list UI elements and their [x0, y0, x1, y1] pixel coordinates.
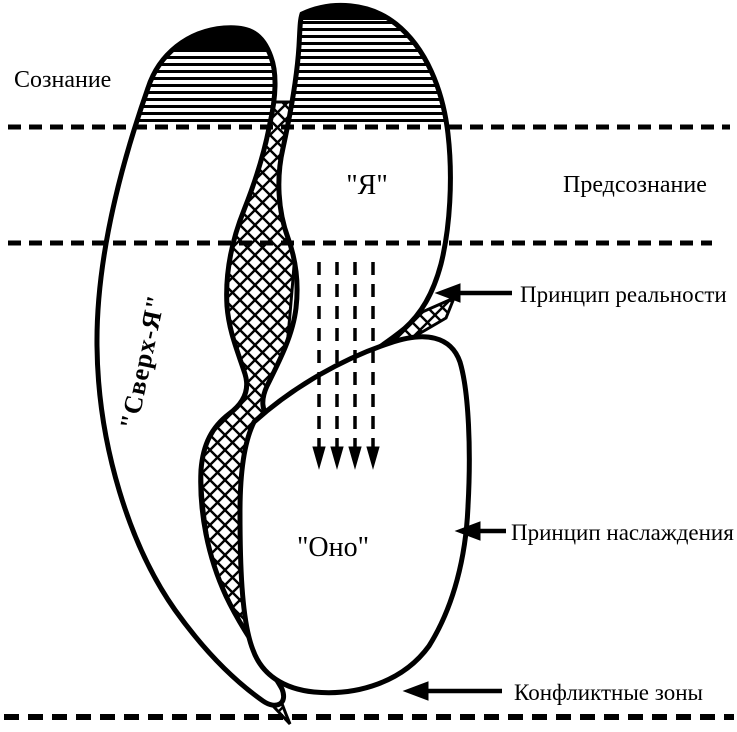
label-id: "Оно": [297, 532, 369, 563]
pointer-arrows: [402, 283, 512, 701]
arrowhead-left-icon: [434, 283, 461, 303]
arrowhead-left-icon: [454, 521, 481, 541]
conflict-zones-arrow: [402, 681, 502, 701]
label-consciousness: Сознание: [14, 67, 111, 93]
id-shape: [237, 334, 472, 696]
arrowhead-down-icon: [330, 446, 344, 470]
arrowhead-down-icon: [312, 446, 326, 470]
impulse-arrows: [312, 262, 380, 470]
pleasure-principle-arrow: [454, 521, 506, 541]
arrowhead-down-icon: [366, 446, 380, 470]
label-ego: "Я": [346, 170, 388, 201]
label-reality-principle: Принцип реальности: [520, 282, 727, 307]
reality-principle-arrow: [434, 283, 512, 303]
arrowhead-left-icon: [402, 681, 429, 701]
label-preconscious: Предсознание: [563, 172, 707, 198]
superego-shape: [94, 25, 286, 708]
label-conflict-zones: Конфликтные зоны: [514, 680, 703, 705]
arrowhead-down-icon: [348, 446, 362, 470]
label-pleasure-principle: Принцип наслаждения: [511, 520, 734, 545]
